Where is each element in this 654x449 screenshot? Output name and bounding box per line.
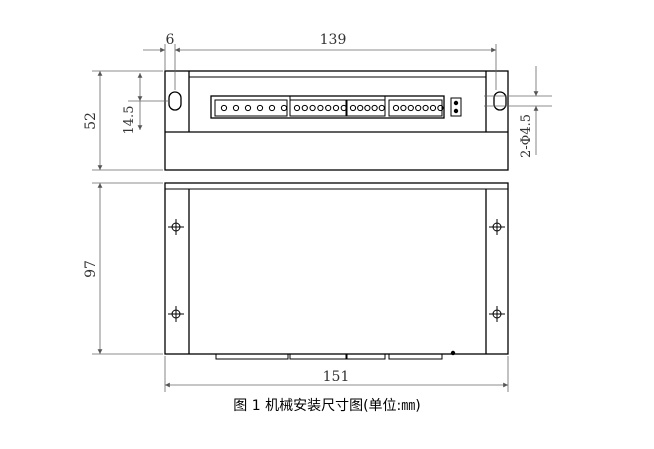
terminal-pin — [244, 104, 252, 112]
terminal-pin — [325, 104, 332, 112]
terminal-pin — [340, 104, 347, 112]
terminal-pin — [415, 104, 422, 112]
front-view — [164, 182, 509, 360]
left-slot — [168, 91, 182, 111]
bottom-connector-4 — [388, 353, 443, 360]
bottom-connector-1 — [215, 353, 289, 360]
terminal-pin — [220, 104, 228, 112]
connector-4 — [388, 99, 443, 117]
terminal-pin — [309, 104, 316, 112]
bottom-connector-3 — [346, 353, 386, 360]
led-indicator-2 — [453, 108, 459, 114]
right-slot — [493, 91, 507, 111]
front-view-outline — [164, 182, 509, 355]
terminal-pin — [280, 104, 288, 112]
dim-label-151: 151 — [323, 369, 350, 385]
dim-label-hole: 2-Φ4.5 — [519, 114, 534, 158]
terminal-pins — [220, 104, 444, 112]
terminal-block — [210, 95, 445, 119]
dim-label-139: 139 — [320, 32, 347, 48]
terminal-pin — [429, 104, 437, 112]
led-indicator-1 — [453, 100, 459, 106]
mounting-hole — [489, 306, 505, 322]
terminal-pin — [364, 104, 371, 112]
mounting-holes — [168, 219, 505, 322]
dim-label-14.5: 14.5 — [122, 106, 137, 135]
connector-3 — [346, 99, 386, 117]
bottom-led-dot — [450, 350, 456, 356]
terminal-pin — [357, 104, 364, 112]
terminal-pin — [378, 104, 385, 112]
terminal-pin — [392, 104, 400, 112]
dim-label-97: 97 — [83, 260, 99, 278]
mounting-hole — [168, 219, 184, 235]
figure-caption: 图 1 机械安装尺寸图(单位:㎜) — [233, 398, 421, 414]
terminal-pin — [422, 104, 429, 112]
terminal-pin — [371, 104, 378, 112]
dim-label-52: 52 — [83, 112, 99, 130]
dim-label-6: 6 — [166, 32, 175, 48]
terminal-pin — [293, 104, 301, 112]
terminal-pin — [349, 104, 357, 112]
terminal-pin — [232, 104, 240, 112]
terminal-pin — [400, 104, 407, 112]
terminal-pin — [332, 104, 340, 112]
top-view-outline — [164, 70, 509, 171]
led-module — [450, 97, 462, 117]
mounting-hole — [489, 219, 505, 235]
mounting-hole — [168, 306, 184, 322]
terminal-pin — [317, 104, 324, 112]
terminal-pin — [301, 104, 308, 112]
bottom-connector-2 — [289, 353, 347, 360]
top-view — [164, 70, 509, 171]
terminal-pin — [407, 104, 414, 112]
terminal-pin — [437, 104, 444, 112]
terminal-pin — [256, 104, 264, 112]
terminal-pin — [268, 104, 276, 112]
